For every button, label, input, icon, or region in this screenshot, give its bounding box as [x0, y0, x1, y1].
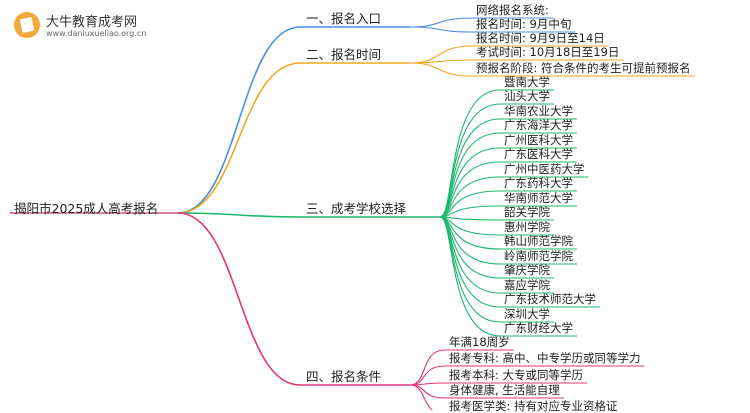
book-icon — [14, 12, 40, 38]
branch-3-leaf: 广州中医药大学 — [504, 162, 585, 176]
branch-4-leaf-connector — [409, 349, 446, 386]
branch-3-leaf: 广东海洋大学 — [504, 118, 573, 132]
branch-1-leaf: 网络报名系统: — [476, 3, 549, 17]
branch-3-leaf: 广东技术师范大学 — [504, 292, 596, 306]
site-name: 大牛教育成考网 — [46, 15, 138, 30]
branch-3-leaf: 华南师范大学 — [504, 191, 573, 205]
branch-3-leaf: 韶关学院 — [504, 205, 550, 219]
branch-3-leaf: 广州医科大学 — [504, 133, 573, 147]
root-topic: 揭阳市2025成人高考报名 — [14, 201, 159, 216]
branch-2-label: 二、报名时间 — [306, 47, 382, 62]
branch-4-label: 四、报名条件 — [306, 369, 382, 384]
branch-4-leaf: 报考专科: 高中、中专学历或同等学力 — [449, 351, 641, 365]
branch-4-leaf-connector — [409, 384, 434, 410]
branch-3-leaf: 华南农业大学 — [504, 104, 573, 118]
branch-3-leaf-connector — [439, 161, 501, 218]
branch-4-leaf: 报考本科: 大专或同等学历 — [449, 368, 584, 382]
branch-2-leaf-connector — [409, 59, 473, 64]
branch-4-curve — [177, 212, 301, 386]
site-logo: 大牛教育成考网 www.daniuxueliao.org.cn — [14, 8, 154, 44]
branch-3-label: 三、成考学校选择 — [306, 201, 407, 216]
branch-3-leaf: 嘉应学院 — [504, 278, 550, 292]
branch-3-leaf: 岭南师范学院 — [504, 249, 573, 263]
branch-4-leaf: 报考医学类: 持有对应专业资格证 — [449, 399, 618, 413]
branch-3-leaf: 惠州学院 — [504, 220, 550, 234]
branch-1-curve — [177, 26, 301, 214]
branch-3-leaf: 汕头大学 — [504, 89, 550, 103]
branch-3-leaf-connector — [439, 216, 501, 337]
branch-3-curve — [177, 212, 301, 218]
branch-1-leaf-connector — [409, 26, 473, 33]
site-url: www.daniuxueliao.org.cn — [46, 29, 147, 38]
branch-2-leaf: 预报名阶段: 符合条件的考生可提前预报名 — [476, 61, 691, 75]
branch-3-leaf: 韩山师范学院 — [504, 234, 573, 248]
branch-4-leaf-connector — [409, 365, 446, 386]
branch-2-leaf-connector — [409, 62, 473, 77]
branch-3-leaf: 暨南大学 — [504, 75, 550, 89]
branch-1-leaf: 报名时间: 9月中旬 — [476, 17, 572, 31]
branch-4-leaf-connector — [409, 384, 446, 399]
branch-3-leaf: 广东财经大学 — [504, 321, 573, 335]
branch-3-leaf: 深圳大学 — [504, 307, 550, 321]
branch-3-leaf: 广东医科大学 — [504, 147, 573, 161]
branch-3-leaf: 广东药科大学 — [504, 176, 573, 190]
branch-3-leaf: 肇庆学院 — [504, 263, 550, 277]
branch-2-leaf: 考试时间: 10月18日至19日 — [476, 45, 620, 59]
branch-2-leaf: 报名时间: 9月9日至14日 — [476, 31, 605, 45]
branch-4-leaf: 身体健康, 生活能自理 — [449, 383, 560, 397]
branch-1-leaf-connector — [409, 17, 473, 28]
branch-4-leaf: 年满18周岁 — [449, 335, 510, 349]
branch-2-curve — [177, 62, 301, 214]
branch-1-label: 一、报名入口 — [306, 11, 382, 26]
branch-3-leaf-connector — [439, 216, 501, 221]
